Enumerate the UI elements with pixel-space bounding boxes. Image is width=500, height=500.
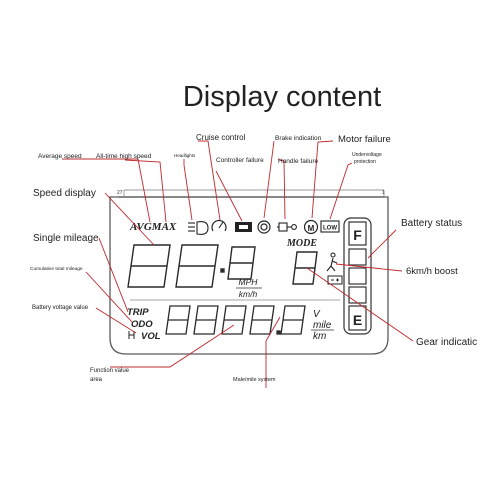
leader-battery-status	[367, 229, 397, 259]
label-battery-status: Battery status	[401, 218, 462, 229]
leader-lines	[62, 140, 414, 388]
leader-brake-indication	[263, 140, 275, 219]
walk-assist-icon	[326, 252, 338, 272]
leader-male-mile	[265, 316, 281, 388]
label-function-value-line2: area	[90, 377, 103, 383]
battery-small-icon	[327, 275, 343, 285]
diagram-title: Display content	[183, 81, 381, 113]
gear-digit	[292, 251, 318, 285]
mile-unit: mile	[313, 320, 332, 331]
leader-average-speed	[62, 158, 151, 223]
leader-cumulative-mileage	[85, 271, 133, 323]
leader-undervoltage	[329, 162, 353, 220]
label-undervoltage-line1: Undervoltage	[352, 152, 382, 158]
label-brake-indication: Brake indication	[275, 135, 322, 142]
label-undervoltage-line2: protection	[354, 159, 376, 165]
label-controller-failure: Controller failure	[216, 157, 264, 164]
mode-label: MODE	[286, 238, 317, 249]
kmh-unit: km/h	[239, 289, 258, 299]
label-male-mile-system: Male/mile system	[233, 377, 276, 383]
speed-digits	[127, 244, 256, 288]
label-function-value-line1: Function value	[90, 368, 130, 374]
label-motor-failure: Motor failure	[338, 134, 391, 145]
leader-cruise-control	[198, 140, 221, 221]
trip-label: TRIP	[127, 307, 149, 318]
leader-speed-display	[104, 192, 155, 246]
leader-function-value	[110, 324, 235, 368]
handle-failure-icon	[277, 222, 297, 232]
odo-label: ODO	[131, 319, 153, 330]
label-gear-indication: Gear indicatic	[416, 337, 477, 348]
leader-handle-failure	[277, 158, 286, 220]
label-cruise-control: Cruise control	[196, 133, 246, 142]
scale-mark-right: 1	[382, 190, 385, 196]
label-headlights: Headlights	[174, 153, 196, 158]
label-all-time-high-speed: All-time high speed	[96, 153, 152, 160]
cruise-control-icon	[211, 219, 227, 232]
battery-full-label: F	[353, 227, 362, 243]
motor-failure-icon: M	[303, 219, 319, 235]
lcd-panel	[109, 196, 389, 355]
undervoltage-icon: LOW	[320, 220, 340, 233]
voltage-unit: V	[313, 309, 321, 320]
leader-battery-voltage	[95, 307, 137, 334]
scale-mark-left: 27	[117, 190, 123, 196]
lcd-top-scale	[123, 189, 385, 197]
battery-empty-label: E	[353, 312, 362, 328]
leader-headlights	[183, 159, 193, 221]
lcd-outline	[109, 196, 389, 355]
leader-gear-indication	[306, 267, 414, 342]
leader-all-time-high	[124, 159, 167, 223]
vol-label: VOL	[141, 331, 161, 342]
vol-h-icon	[128, 331, 135, 339]
leader-single-mileage	[98, 237, 129, 313]
label-speed-display: Speed display	[33, 188, 96, 199]
function-digits	[165, 305, 306, 335]
mph-unit: MPH	[239, 277, 259, 287]
label-average-speed: Average speed	[38, 153, 82, 160]
avgmax-indicator: AVGMAX	[129, 221, 177, 233]
low-label: LOW	[323, 226, 337, 232]
leader-6kmh-boost	[335, 263, 403, 272]
headlight-icon	[188, 221, 209, 235]
label-battery-voltage-value: Battery voltage value	[32, 305, 89, 311]
controller-failure-icon	[235, 222, 252, 232]
km-unit: km	[313, 331, 326, 342]
label-cumulative-total-mileage: Cumulative total mileage	[30, 266, 83, 272]
brake-indication-icon	[257, 220, 271, 234]
label-single-mileage: Single mileage	[33, 233, 99, 244]
label-6kmh-boost: 6km/h boost	[406, 266, 458, 277]
svg-text:M: M	[308, 224, 315, 233]
leader-controller-failure	[215, 170, 243, 222]
leader-motor-failure	[311, 140, 334, 219]
label-handle-failure: Handle failure	[278, 158, 318, 165]
